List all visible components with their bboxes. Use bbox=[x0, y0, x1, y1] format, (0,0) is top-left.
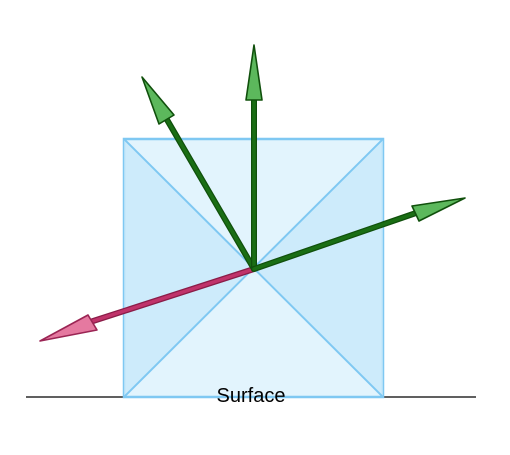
panel-left-triangle bbox=[124, 139, 254, 397]
panel-right-triangle bbox=[254, 139, 383, 397]
green-arrow-right bbox=[251, 197, 466, 272]
surface-label: Surface bbox=[217, 385, 286, 407]
green-arrowhead-upper-left bbox=[141, 76, 175, 125]
green-arrowhead-right bbox=[411, 197, 466, 222]
green-arrow-vertical bbox=[245, 44, 263, 272]
green-arrow-upper-left bbox=[141, 76, 257, 272]
incident-arrowhead bbox=[39, 314, 98, 342]
green-arrowhead-vertical bbox=[245, 44, 263, 101]
incident-arrow bbox=[39, 266, 257, 342]
